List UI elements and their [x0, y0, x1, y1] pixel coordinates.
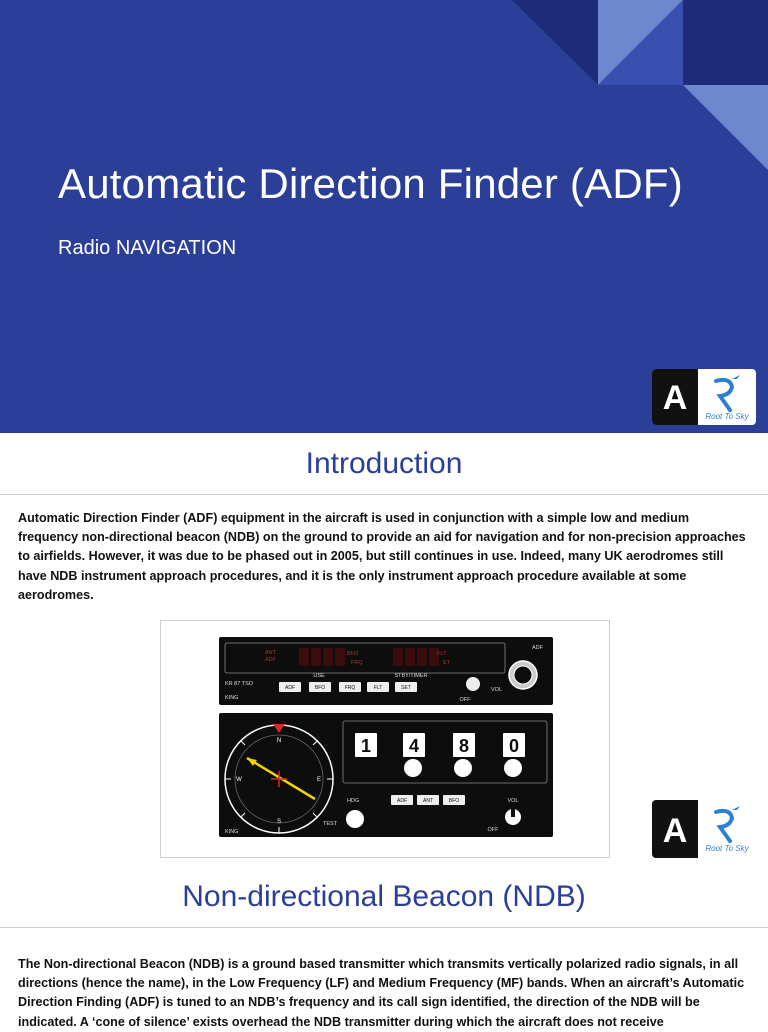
adf-receiver-unit: ANT ADF BFO FRQ FLT ET USE STBY/TIMER AD… [219, 637, 553, 705]
frequency-digit: 8 [459, 736, 469, 756]
frequency-selector: 1 4 8 0 [355, 733, 525, 757]
button-label: BFO [315, 685, 325, 691]
introduction-paragraph: Automatic Direction Finder (ADF) equipme… [18, 511, 746, 602]
frequency-digit: 1 [361, 736, 371, 756]
model-label: KR 87 TSO [225, 681, 254, 687]
brand-label-top: KING [225, 695, 238, 701]
introduction-heading: Introduction [305, 447, 463, 480]
flt-label: FLT [437, 651, 447, 657]
frq-label: FRQ [351, 660, 363, 666]
test-label: TEST [323, 821, 338, 827]
off-label: OFF [460, 697, 472, 703]
airplane-icon [732, 806, 740, 810]
mode-label-ant: ANT [265, 650, 277, 656]
button-label: SET [401, 685, 411, 691]
hdg-label: HDG [347, 798, 359, 804]
knob [454, 759, 472, 777]
divider [0, 927, 768, 928]
active-frequency-display [299, 648, 345, 666]
adf-panel-figure: ANT ADF BFO FRQ FLT ET USE STBY/TIMER AD… [160, 620, 610, 858]
volume-knob [466, 677, 480, 691]
receiver-buttons: ADF BFO FRQ FLT SET [279, 682, 417, 692]
compass-w: W [236, 777, 242, 783]
compass-e: E [317, 777, 321, 783]
bfo-label: BFO [347, 651, 359, 657]
ndb-heading: Non-directional Beacon (NDB) [182, 880, 586, 913]
title-slide: Automatic Direction Finder (ADF) Radio N… [0, 0, 768, 433]
logo-brand: Root To Sky [705, 844, 749, 853]
ndb-paragraph: The Non-directional Beacon (NDB) is a gr… [18, 957, 745, 1029]
brand-logo: A Root To Sky [652, 369, 756, 425]
adf-indicator-unit: N E S W 1 4 8 0 [219, 713, 553, 837]
button-label: ANT [423, 798, 433, 804]
compass-s: S [277, 819, 281, 825]
knob [404, 759, 422, 777]
brand-logo: A Root To Sky [652, 800, 756, 858]
vol-label-bottom: VOL [507, 798, 518, 804]
airplane-icon [732, 375, 740, 379]
frequency-digit: 4 [409, 736, 419, 756]
compass-card: N E S W [224, 724, 334, 834]
et-label: ET [443, 660, 451, 666]
slide-subtitle: Radio NAVIGATION [58, 237, 237, 259]
brand-label-bottom: KING [225, 829, 238, 835]
logo-mark: A [663, 379, 688, 417]
button-label: FRQ [345, 685, 356, 691]
indicator-buttons: ADF ANT BFO [391, 795, 465, 805]
off-label-bottom: OFF [488, 827, 500, 833]
use-label: USE [313, 673, 325, 679]
heading-knob [346, 810, 364, 828]
vol-label: VOL [491, 687, 502, 693]
stby-label: STBY/TIMER [394, 673, 427, 679]
button-label: FLT [374, 685, 383, 691]
compass-n: N [277, 738, 281, 744]
frequency-knobs [404, 759, 522, 777]
lubber-line-icon [273, 724, 285, 733]
logo-mark: A [663, 812, 688, 850]
unit-label: ADF [532, 645, 544, 651]
button-label: ADF [397, 798, 407, 804]
button-label: BFO [449, 798, 459, 804]
standby-frequency-display [393, 648, 439, 666]
corner-decoration [512, 0, 768, 170]
knob [504, 759, 522, 777]
slide-title: Automatic Direction Finder (ADF) [58, 160, 683, 207]
frequency-digit: 0 [509, 736, 519, 756]
button-label: ADF [285, 685, 295, 691]
divider [0, 494, 768, 495]
logo-brand: Root To Sky [705, 412, 749, 421]
mode-label-adf: ADF [265, 657, 277, 663]
